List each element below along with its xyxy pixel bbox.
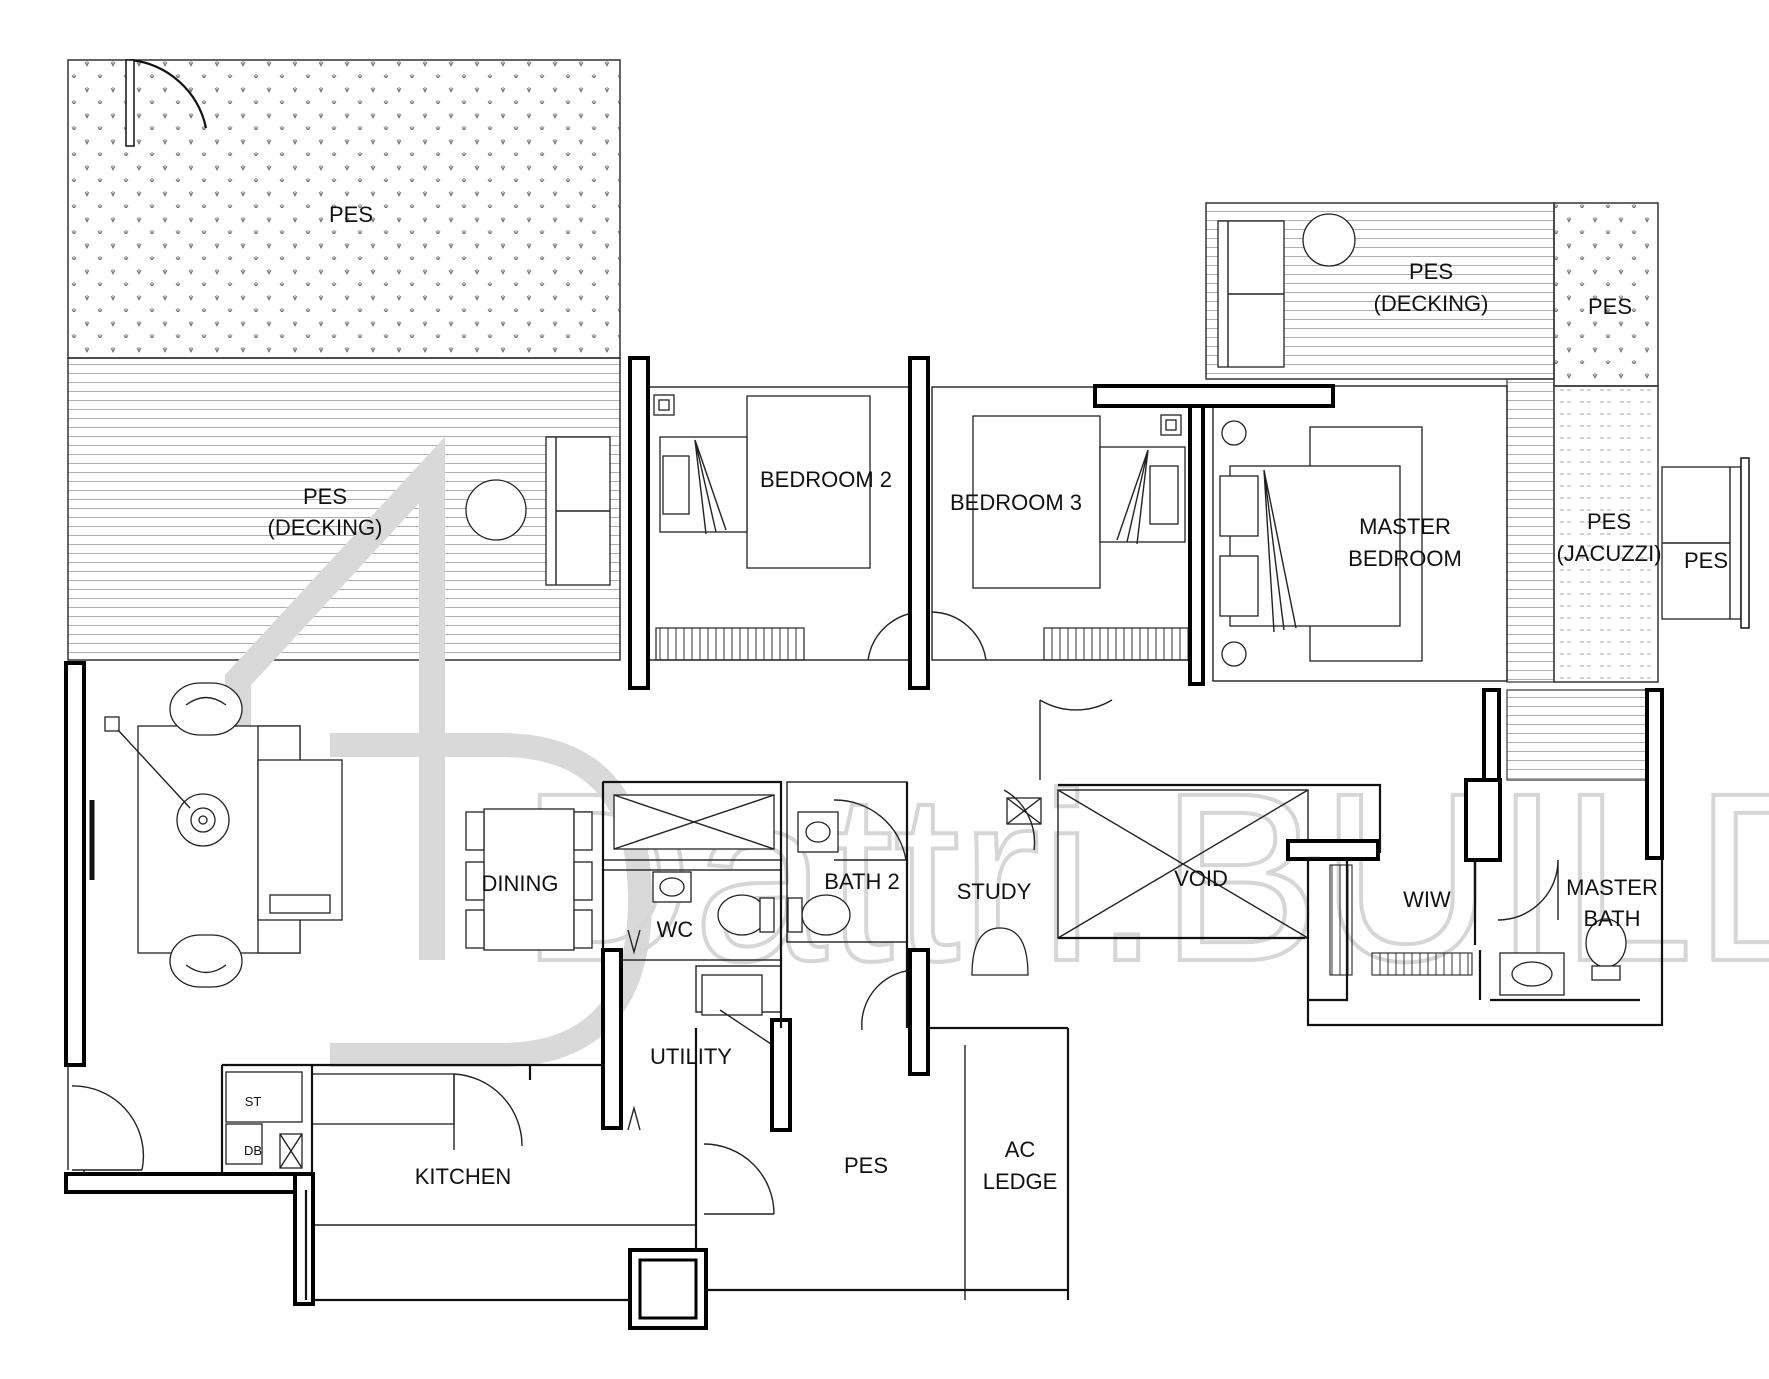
bedroom-3-furniture — [931, 414, 1191, 780]
bathroom-fixtures — [613, 789, 1042, 1051]
pes-garden-area — [67, 58, 621, 359]
label-master-bath-1: MASTER — [1566, 875, 1658, 900]
label-pes-bottom: PES — [844, 1153, 888, 1178]
label-ac-ledge-1: AC — [1005, 1137, 1036, 1162]
room-labels: PES PES (DECKING) PES (DECKING) PES PES … — [244, 202, 1728, 1194]
label-pes-jacuzzi-2: (JACUZZI) — [1556, 541, 1661, 566]
label-kitchen: KITCHEN — [415, 1164, 512, 1189]
label-master-bath-2: BATH — [1583, 906, 1640, 931]
label-bath-2: BATH 2 — [824, 869, 899, 894]
label-store: ST — [245, 1094, 262, 1109]
structural-walls — [64, 356, 1664, 1330]
label-bedroom-3: BEDROOM 3 — [950, 490, 1082, 515]
label-wc: WC — [657, 917, 694, 942]
living-dining-furniture — [89, 682, 593, 988]
label-distribution-board: DB — [244, 1143, 262, 1158]
label-ac-ledge-2: LEDGE — [983, 1169, 1058, 1194]
pes-decking-left-area — [67, 357, 621, 661]
master-bedroom-furniture — [1219, 420, 1423, 667]
label-void: VOID — [1174, 866, 1228, 891]
label-master-bedroom-1: MASTER — [1359, 514, 1451, 539]
label-pes-decking-right-2: (DECKING) — [1374, 291, 1489, 316]
label-dining: DINING — [482, 871, 559, 896]
pes-decking-right-area — [1205, 202, 1750, 781]
bedroom-2-furniture — [653, 394, 923, 661]
label-pes-right-small: PES — [1684, 548, 1728, 573]
label-pes-right-top: PES — [1588, 294, 1632, 319]
label-pes-jacuzzi-1: PES — [1587, 509, 1631, 534]
label-pes-garden: PES — [329, 202, 373, 227]
label-study: STUDY — [957, 879, 1032, 904]
label-bedroom-2: BEDROOM 2 — [760, 467, 892, 492]
label-pes-decking-right-1: PES — [1409, 259, 1453, 284]
label-pes-decking-left-2: (DECKING) — [268, 515, 383, 540]
label-wiw: WIW — [1403, 887, 1451, 912]
label-master-bedroom-2: BEDROOM — [1348, 546, 1462, 571]
label-pes-decking-left-1: PES — [303, 484, 347, 509]
label-utility: UTILITY — [650, 1044, 732, 1069]
